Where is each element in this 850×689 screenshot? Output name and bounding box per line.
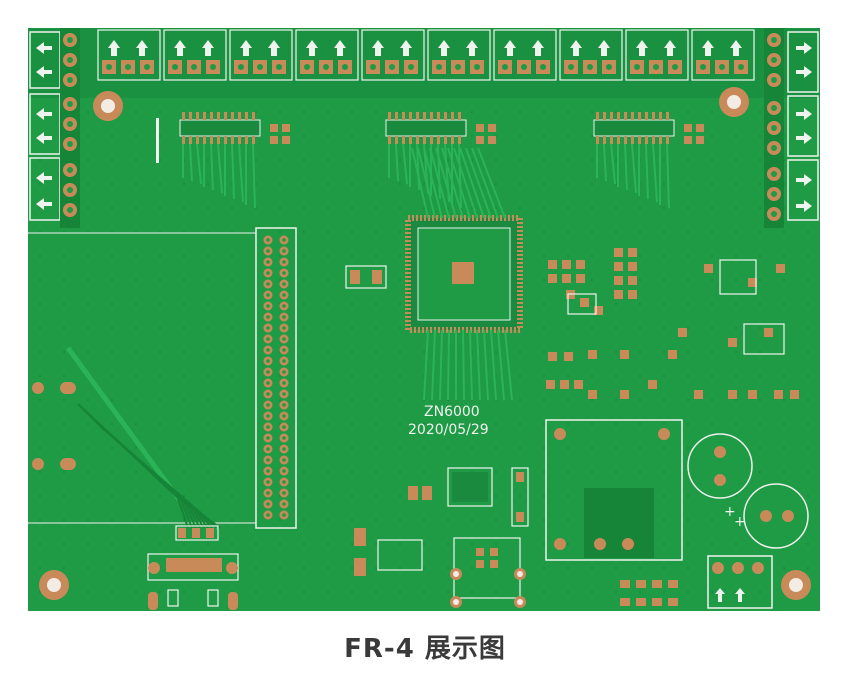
bottom-center-parts [354,467,529,608]
left-trace-region [28,232,256,530]
main-qfp-chip [405,147,523,401]
power-region: + + [545,419,809,609]
silkscreen-model: ZN6000 [424,404,480,420]
silkscreen-date: 2020/05/29 [408,422,489,438]
svg-text:+: + [724,504,736,520]
image-caption: FR-4 展示图 [344,634,506,664]
right-connector-block [764,28,819,228]
pin-header-left [255,227,297,529]
small-parts-mid [156,118,387,289]
left-connector-block [29,28,80,228]
silkscreen-text: ZN6000 2020/05/29 [408,404,489,438]
mounting-holes [39,87,811,600]
top-ic-row [179,112,704,209]
top-connector-row [97,29,755,81]
right-smd-cluster [546,248,799,399]
usb-connector [147,525,239,610]
svg-text:+: + [734,514,746,530]
pcb-board: ZN6000 2020/05/29 + + [28,28,820,611]
